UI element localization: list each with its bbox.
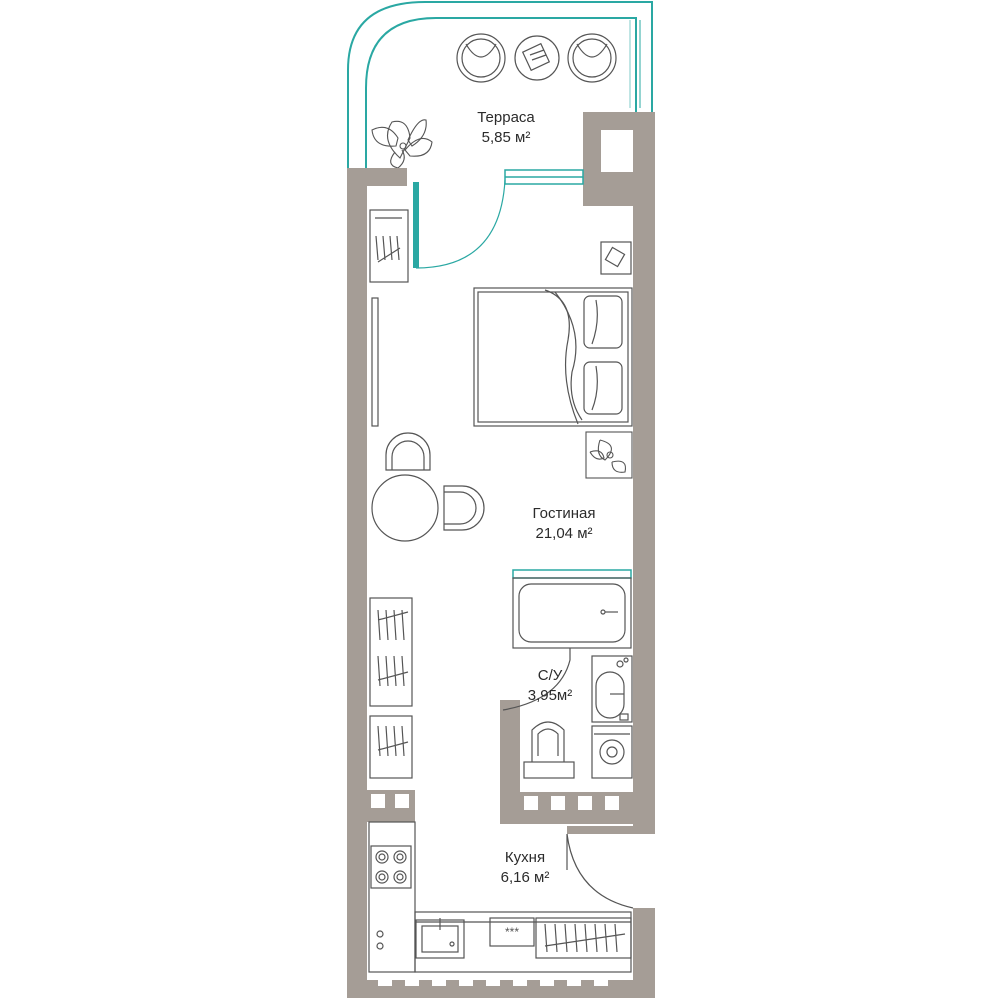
lounge-chair-icon bbox=[456, 33, 506, 83]
room-label-kitchen: Кухня 6,16 м² bbox=[455, 848, 595, 888]
terrace-railing bbox=[347, 1, 653, 170]
door-icon bbox=[566, 833, 634, 909]
plant-icon bbox=[371, 119, 433, 169]
toilet-icon bbox=[523, 721, 575, 779]
washbasin-icon bbox=[591, 655, 633, 723]
bathtub-icon bbox=[512, 577, 632, 649]
stove-icon bbox=[370, 845, 412, 889]
lounge-chair-icon bbox=[567, 33, 617, 83]
room-name: Гостиная bbox=[532, 505, 596, 522]
chair-icon bbox=[385, 432, 431, 471]
room-area: 21,04 м² bbox=[535, 525, 593, 542]
plant-icon bbox=[585, 431, 633, 479]
room-label-living: Гостиная 21,04 м² bbox=[494, 504, 634, 544]
wall-recesses bbox=[371, 794, 619, 986]
door-icon bbox=[502, 648, 571, 711]
window-icon bbox=[512, 569, 632, 579]
room-area: 6,16 м² bbox=[500, 869, 550, 886]
terrace-railing-thin bbox=[629, 20, 641, 108]
washing-machine-icon bbox=[591, 725, 633, 779]
kitchen-counter bbox=[368, 821, 632, 973]
oven-icon bbox=[489, 917, 535, 947]
walls bbox=[347, 112, 655, 998]
window-icon bbox=[504, 169, 584, 185]
kitchen-knob-icon bbox=[376, 930, 384, 950]
chair-icon bbox=[443, 485, 485, 531]
dining-table-icon bbox=[371, 474, 439, 542]
shelf-icon bbox=[371, 297, 379, 427]
kitchen-sink-icon bbox=[415, 918, 465, 959]
room-name: С/У bbox=[537, 667, 563, 684]
room-area: 5,85 м² bbox=[481, 129, 531, 146]
side-table-icon bbox=[600, 241, 632, 275]
side-table-icon bbox=[514, 35, 560, 81]
room-label-terrace: Терраса 5,85 м² bbox=[436, 108, 576, 148]
room-area: 3,95м² bbox=[527, 687, 573, 704]
double-bed-icon bbox=[473, 287, 633, 427]
room-label-bathroom: С/У 3,95м² bbox=[480, 666, 620, 706]
wardrobe-icon bbox=[369, 209, 409, 283]
stove-indicator: *** bbox=[505, 925, 519, 939]
room-name: Терраса bbox=[477, 109, 535, 126]
wardrobe-icon bbox=[369, 597, 413, 779]
room-name: Кухня bbox=[504, 849, 546, 866]
wardrobe-icon bbox=[535, 917, 632, 959]
door-icon bbox=[413, 179, 506, 269]
